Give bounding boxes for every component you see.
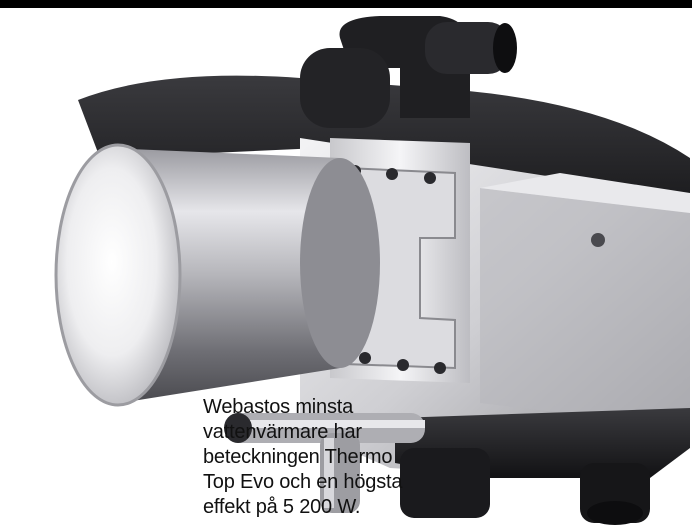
caption-line: beteckningen Thermo: [203, 446, 393, 468]
caption: Webastos minsta vattenvärmare har beteck…: [203, 395, 403, 520]
caption-line: Webastos minsta: [203, 396, 354, 418]
caption-line: vattenvärmare har: [203, 421, 362, 443]
caption-line: effekt på 5 200 W.: [203, 496, 361, 518]
caption-line: Top Evo och en högsta: [203, 471, 403, 493]
top-rule: [0, 0, 692, 8]
water-heater-photo: [54, 16, 690, 525]
